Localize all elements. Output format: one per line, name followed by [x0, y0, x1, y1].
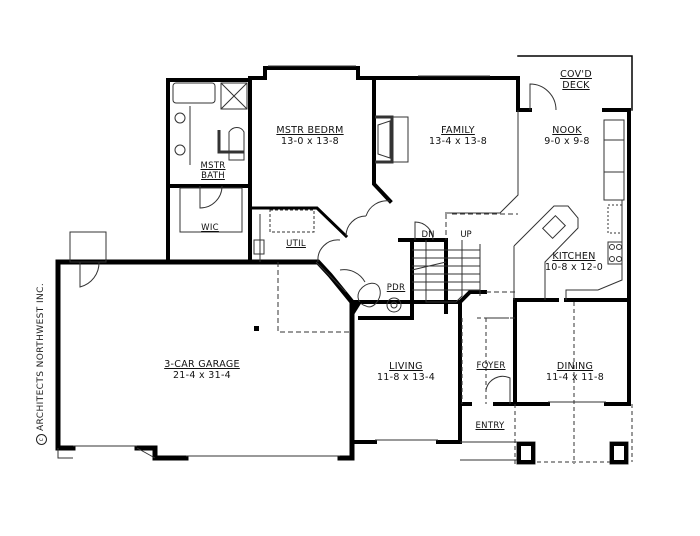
dining-name: DINING: [556, 361, 594, 372]
room-label-util: UTIL: [286, 239, 306, 250]
room-label-nook: NOOK 9-0 x 9-8: [544, 125, 590, 148]
kitchen-name: KITCHEN: [552, 251, 596, 262]
nook-name: NOOK: [552, 125, 582, 136]
family-dims: 13-4 x 13-8: [428, 135, 488, 147]
deck-name-line2: DECK: [562, 79, 590, 91]
room-label-kitchen: KITCHEN 10-8 x 12-0: [544, 251, 604, 274]
living-name: LIVING: [389, 361, 423, 372]
dining-dims: 11-4 x 11-8: [545, 371, 605, 383]
pdr-name: PDR: [386, 283, 406, 293]
room-label-master-bath: MSTR BATH: [200, 161, 226, 182]
master-bedroom-dims: 13-0 x 13-8: [280, 135, 340, 147]
room-label-pdr: PDR: [386, 283, 406, 294]
deck-name-line1: COV'D: [560, 69, 592, 80]
copyright-text: ARCHITECTS NORTHWEST INC.: [36, 282, 46, 431]
copyright-symbol-icon: c: [36, 434, 47, 445]
entry-column-left: [517, 442, 535, 464]
util-name: UTIL: [286, 239, 306, 249]
master-bath-walls: [166, 78, 252, 264]
copyright-notice: c ARCHITECTS NORTHWEST INC.: [36, 283, 47, 445]
entry-column-right: [610, 442, 628, 464]
master-bath-line1: MSTR: [200, 161, 226, 171]
family-name: FAMILY: [441, 125, 475, 136]
room-label-wic: WIC: [201, 223, 219, 234]
room-label-entry: ENTRY: [475, 421, 505, 432]
stair-up-label: UP: [460, 230, 472, 240]
entry-name: ENTRY: [475, 421, 505, 431]
room-label-deck: COV'D DECK: [560, 69, 592, 92]
util-walls: [248, 206, 349, 239]
kitchen-dims: 10-8 x 12-0: [544, 261, 604, 273]
stair-down-label: DN: [421, 230, 435, 240]
family-walls: [372, 76, 520, 204]
room-label-garage: 3-CAR GARAGE 21-4 x 31-4: [164, 359, 240, 382]
room-label-family: FAMILY 13-4 x 13-8: [428, 125, 488, 148]
garage-name: 3-CAR GARAGE: [164, 359, 240, 370]
dining-walls: [513, 298, 631, 406]
room-label-master-bedroom: MSTR BEDRM 13-0 x 13-8: [276, 125, 344, 148]
foyer-name: FOYER: [476, 361, 506, 371]
wic-name: WIC: [201, 223, 219, 233]
room-label-foyer: FOYER: [476, 361, 506, 372]
master-bath-line2: BATH: [201, 170, 225, 181]
garage-dims: 21-4 x 31-4: [172, 369, 232, 381]
deck-walls: [517, 55, 633, 111]
master-bedroom-walls: [248, 66, 376, 80]
nook-dims: 9-0 x 9-8: [544, 135, 590, 147]
master-bedroom-name: MSTR BEDRM: [276, 125, 344, 136]
living-dims: 11-8 x 13-4: [376, 371, 436, 383]
room-label-dining: DINING 11-4 x 11-8: [545, 361, 605, 384]
room-label-living: LIVING 11-8 x 13-4: [376, 361, 436, 384]
